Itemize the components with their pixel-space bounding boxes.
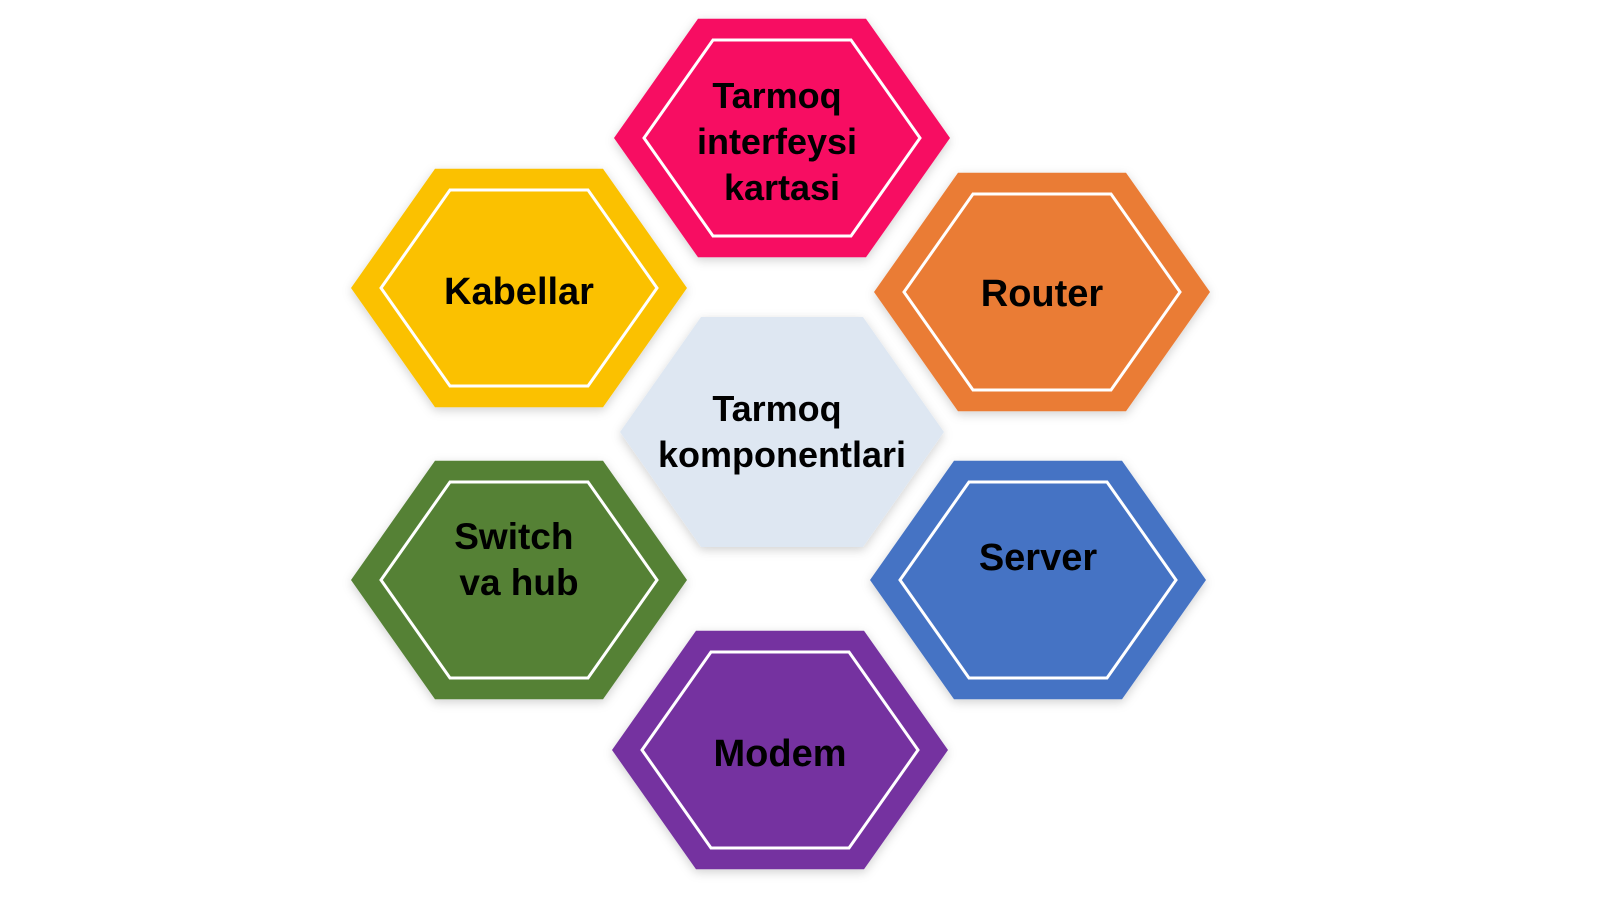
hex-nic-label-line-2: interfeysi <box>697 121 857 162</box>
hex-modem-label: Modem <box>714 733 847 775</box>
hex-switch-hub: Switch va hub <box>351 460 687 700</box>
hex-server-inner-border <box>898 480 1178 680</box>
hex-switch-label: Switch va hub <box>454 516 584 603</box>
hex-router-label: Router <box>981 273 1104 315</box>
hex-network-interface-card: Tarmoq interfeysi kartasi <box>614 18 950 258</box>
hex-router: Router <box>874 172 1210 412</box>
hex-center-shape <box>620 317 944 547</box>
hex-server-label-line-1: Server <box>979 537 1098 579</box>
hex-center-label-line-2: komponentlari <box>658 434 906 475</box>
hex-kabellar-label: Kabellar <box>444 271 594 313</box>
hex-center-label: Tarmoq komponentlari <box>658 388 906 475</box>
hex-router-inner-border <box>902 192 1182 392</box>
hex-server-label: Server <box>979 537 1098 579</box>
hex-nic-inner-border <box>642 38 922 238</box>
hex-modem: Modem <box>612 630 948 870</box>
hex-center-label-line-1: Tarmoq <box>712 388 841 429</box>
hex-center: Tarmoq komponentlari <box>620 317 944 547</box>
hex-kabellar-inner-border <box>379 188 659 388</box>
hex-switch-inner-border <box>379 480 659 680</box>
hex-modem-label-line-1: Modem <box>714 733 847 775</box>
hex-switch-label-line-2: va hub <box>459 562 578 603</box>
hex-router-label-line-1: Router <box>981 273 1104 315</box>
hex-modem-inner-border <box>640 650 920 850</box>
hex-kabellar-label-line-1: Kabellar <box>444 271 594 313</box>
hex-switch-label-line-1: Switch <box>454 516 573 557</box>
hex-kabellar: Kabellar <box>351 168 687 408</box>
hex-nic-label: Tarmoq interfeysi kartasi <box>697 75 867 208</box>
hex-nic-label-line-1: Tarmoq <box>712 75 841 116</box>
hex-nic-label-line-3: kartasi <box>724 167 840 208</box>
hex-server: Server <box>870 460 1206 700</box>
